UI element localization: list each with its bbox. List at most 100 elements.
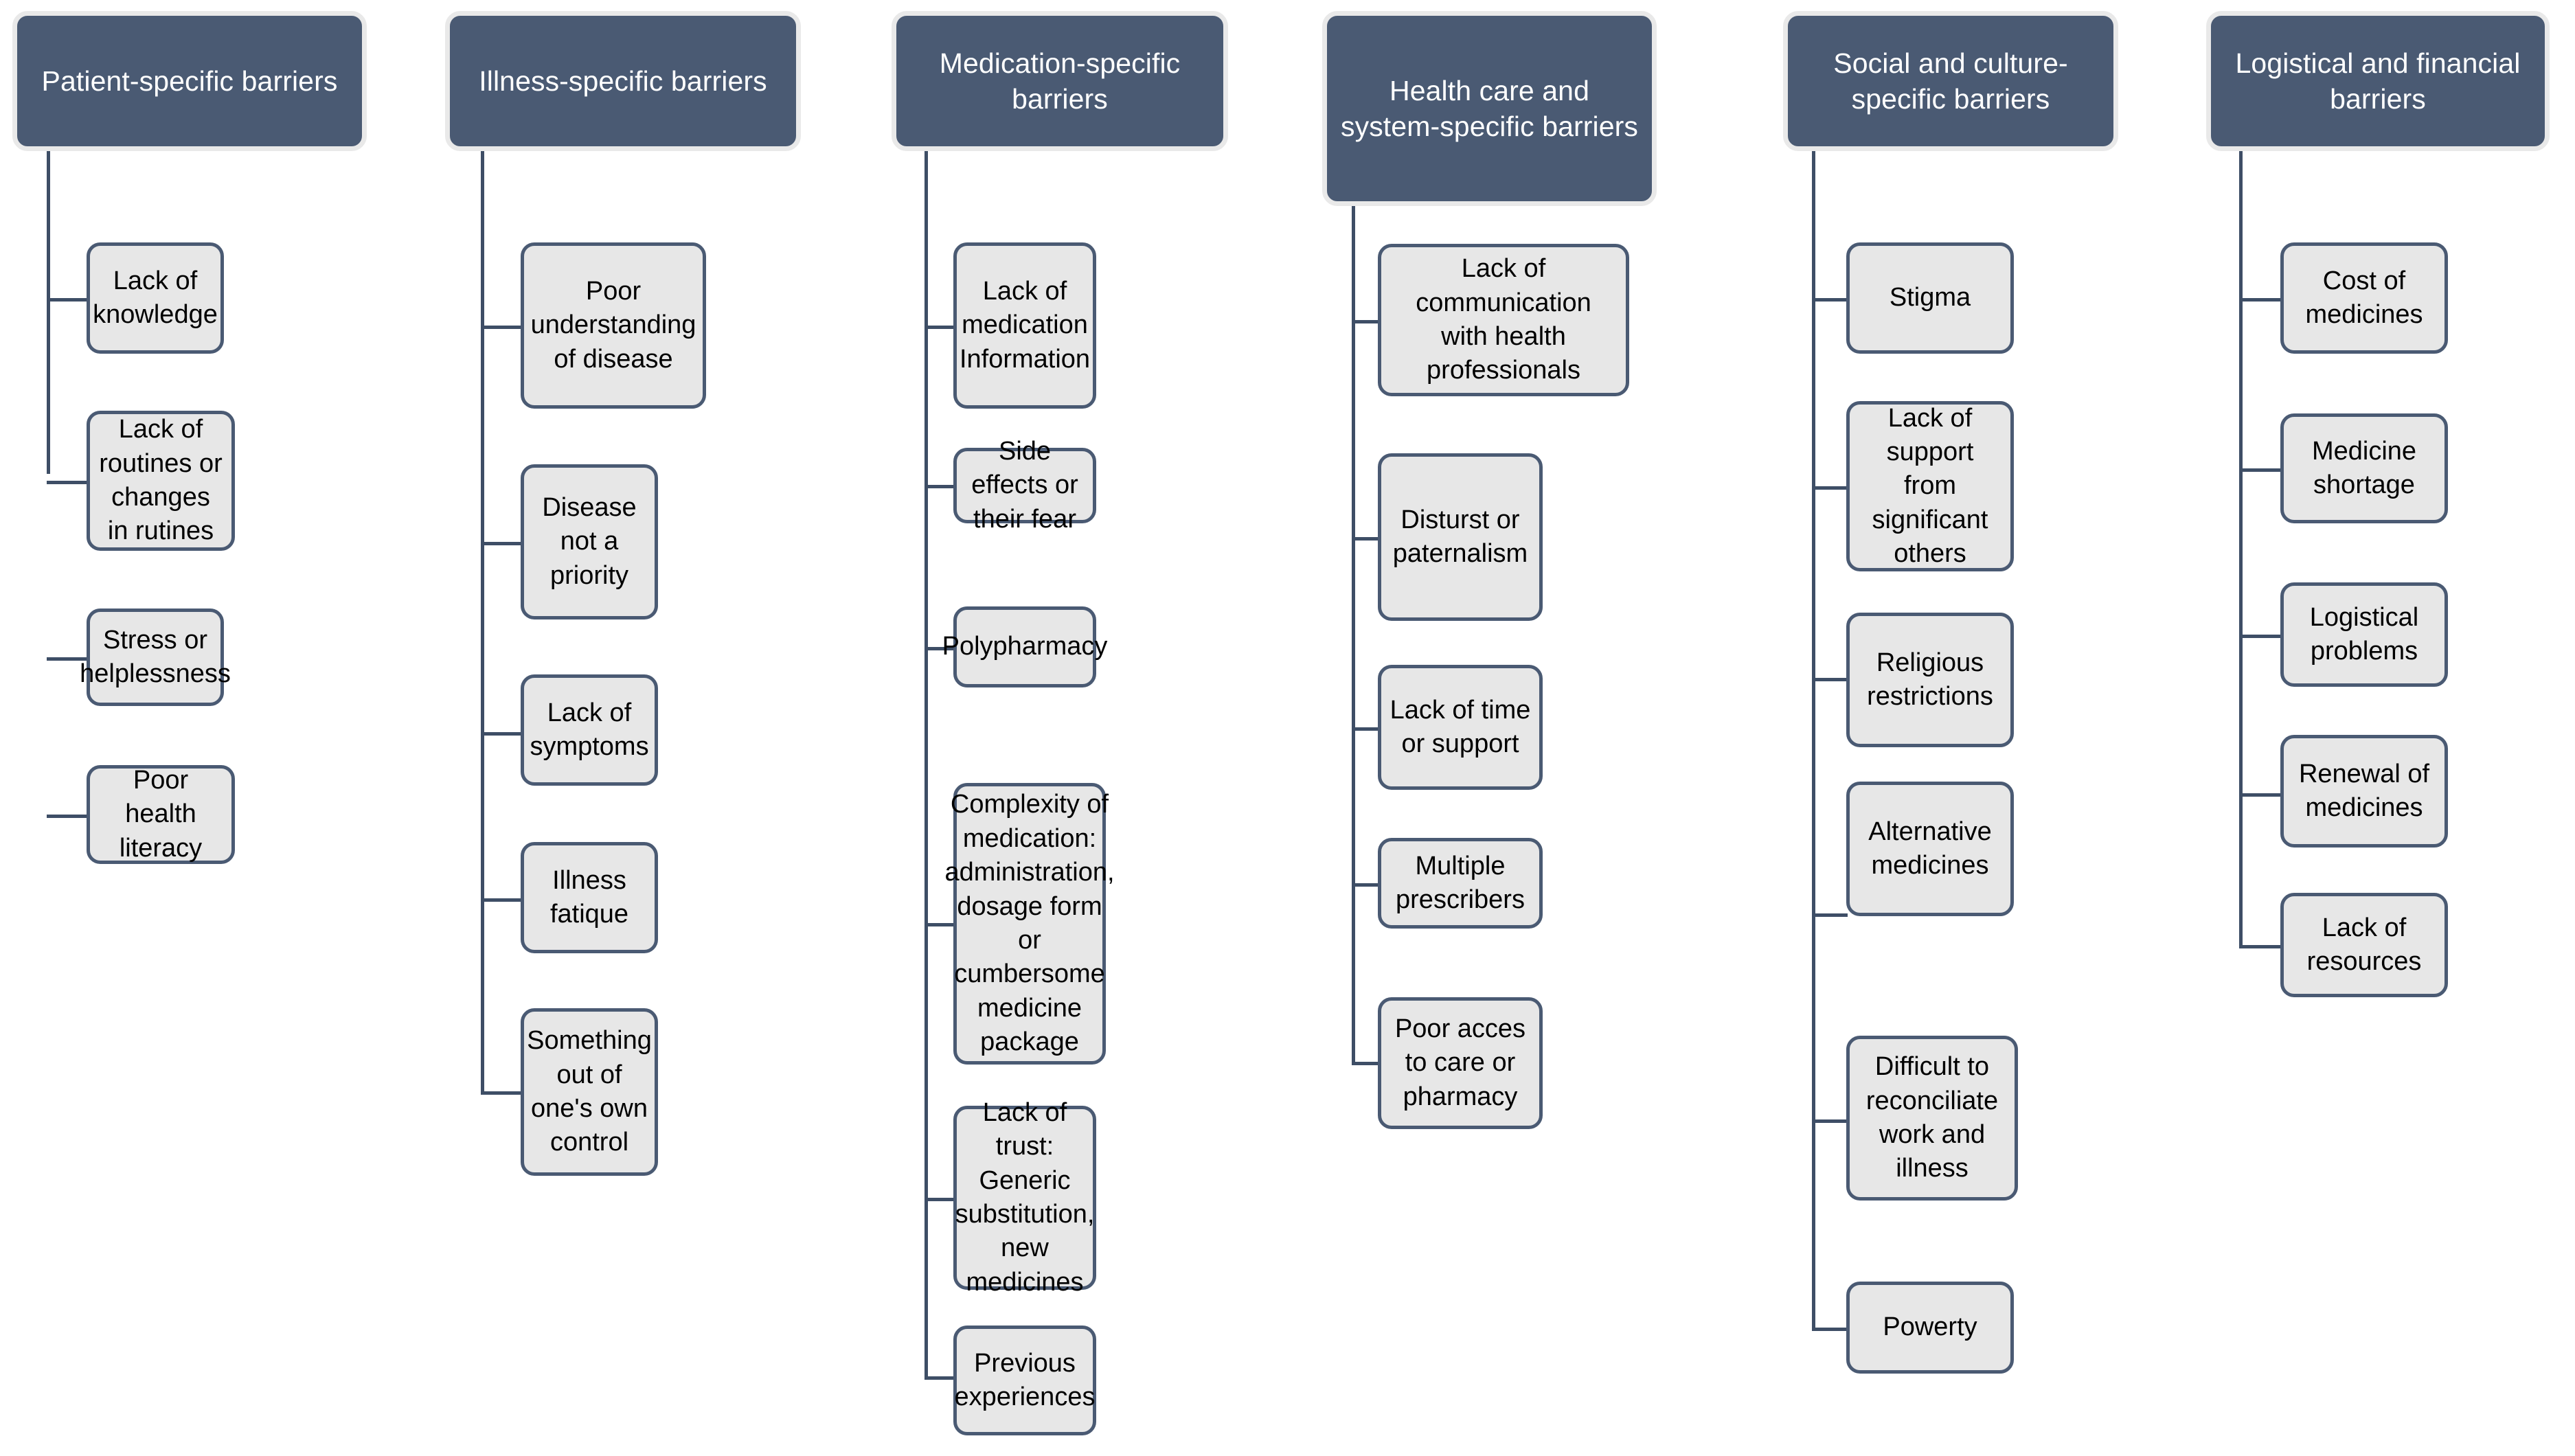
item-label: Lack of communication with health profes… (1416, 254, 1591, 385)
item-label: Difficult to reconciliate work and illne… (1865, 1052, 1999, 1183)
connector-branch-col1-item3 (47, 657, 88, 661)
item-box-disturst-or-paternalism[interactable]: Disturst or paternalism (1378, 453, 1543, 621)
item-label: Poor understanding of disease (530, 276, 696, 374)
connector-trunk-col5 (1812, 151, 1815, 1328)
category-label: Health care and system-specific barriers (1341, 74, 1638, 142)
connector-branch-col3-item6 (924, 1376, 955, 1380)
item-box-alternative-medicines[interactable]: Alternative medicines (1846, 782, 2014, 916)
item-box-previous-experiences[interactable]: Previous experiences (953, 1326, 1096, 1435)
item-label: Illness fatique (549, 865, 629, 929)
connector-branch-col4-item1 (1352, 320, 1379, 323)
item-label: Medicine shortage (2311, 436, 2417, 499)
connector-branch-col4-item5 (1352, 1062, 1379, 1065)
connector-branch-col6-item1 (2239, 298, 2282, 302)
item-label: Disease not a priority (542, 492, 637, 590)
item-box-disease-not-a-priority[interactable]: Disease not a priority (521, 464, 658, 619)
item-box-illness-fatique[interactable]: Illness fatique (521, 842, 658, 953)
item-box-lack-of-symptoms[interactable]: Lack of symptoms (521, 674, 658, 786)
item-box-lack-of-resources[interactable]: Lack of resources (2280, 893, 2448, 997)
item-label: Religious restrictions (1867, 648, 1993, 711)
item-box-medicine-shortage[interactable]: Medicine shortage (2280, 413, 2448, 523)
item-label: Lack of symptoms (530, 698, 649, 761)
item-box-lack-of-trust[interactable]: Lack of trust: Generic substitution, new… (953, 1098, 1096, 1297)
item-box-cost-of-medicines[interactable]: Cost of medicines (2280, 242, 2448, 354)
connector-branch-col2-item2 (481, 542, 522, 545)
item-box-stigma[interactable]: Stigma (1846, 242, 2014, 354)
connector-branch-col2-item4 (481, 898, 522, 902)
item-label: Cost of medicines (2305, 266, 2423, 329)
connector-branch-col4-item2 (1352, 537, 1379, 541)
item-box-poor-understanding-of-disease[interactable]: Poor understanding of disease (521, 242, 706, 409)
item-label: Multiple prescribers (1396, 851, 1525, 914)
item-box-renewal-of-medicines[interactable]: Renewal of medicines (2280, 735, 2448, 848)
connector-trunk-col4 (1352, 206, 1355, 1062)
connector-branch-col5-item3 (1812, 678, 1848, 681)
item-label: Side effects or their fear (971, 436, 1078, 534)
category-label: Illness-specific barriers (479, 65, 767, 97)
item-label: Lack of knowledge (93, 266, 218, 329)
item-box-side-effects-or-their-fear[interactable]: Side effects or their fear (953, 437, 1096, 534)
category-box-illness-specific[interactable]: Illness-specific barriers (445, 11, 801, 151)
item-box-lack-of-medication-information[interactable]: Lack of medication Information (953, 242, 1096, 409)
category-box-logistical-financial[interactable]: Logistical and financial barriers (2206, 11, 2550, 151)
item-label: Powerty (1883, 1312, 1977, 1342)
connector-trunk-col3 (924, 151, 928, 1376)
item-box-polypharmacy[interactable]: Polypharmacy (942, 606, 1107, 687)
connector-branch-col6-item3 (2239, 635, 2282, 638)
connector-branch-col6-item4 (2239, 793, 2282, 797)
category-box-social-culture-specific[interactable]: Social and culture-specific barriers (1783, 11, 2118, 151)
connector-trunk-col1 (47, 151, 50, 474)
category-box-medication-specific[interactable]: Medication-specific barriers (892, 11, 1228, 151)
connector-branch-col3-item3 (924, 647, 955, 650)
item-box-poor-health-literacy[interactable]: Poor health literacy (87, 765, 235, 864)
connector-branch-col5-item5 (1812, 1119, 1848, 1123)
item-label: Something out of one's own control (527, 1026, 652, 1157)
category-label: Medication-specific barriers (939, 47, 1181, 115)
item-box-logistical-problems[interactable]: Logistical problems (2280, 582, 2448, 687)
item-label: Stigma (1889, 283, 1971, 312)
connector-branch-col2-item1 (481, 326, 522, 329)
category-box-health-care-system-specific[interactable]: Health care and system-specific barriers (1322, 11, 1657, 206)
connector-branch-col4-item3 (1352, 727, 1379, 731)
item-box-difficult-reconciliate-work-illness[interactable]: Difficult to reconciliate work and illne… (1846, 1036, 2018, 1201)
item-label: Lack of routines or changes in rutines (99, 415, 223, 546)
connector-branch-col1-item1 (47, 298, 88, 302)
item-box-lack-of-routines[interactable]: Lack of routines or changes in rutines (87, 411, 235, 551)
item-label: Renewal of medicines (2298, 759, 2430, 822)
item-box-complexity-of-medication[interactable]: Complexity of medication: administration… (944, 783, 1115, 1065)
item-box-something-out-of-control[interactable]: Something out of one's own control (521, 1008, 658, 1176)
item-label: Lack of time or support (1389, 695, 1531, 758)
connector-branch-col5-item2 (1812, 486, 1848, 490)
item-box-powerty[interactable]: Powerty (1846, 1282, 2014, 1374)
item-label: Complexity of medication: administration… (944, 790, 1115, 1057)
category-label: Patient-specific barriers (41, 65, 338, 97)
item-label: Polypharmacy (942, 632, 1108, 661)
item-box-stress-or-helplessness[interactable]: Stress or helplessness (80, 608, 231, 706)
category-box-patient-specific[interactable]: Patient-specific barriers (12, 11, 367, 151)
item-box-lack-of-time-or-support[interactable]: Lack of time or support (1378, 665, 1543, 790)
connector-branch-col3-item1 (924, 326, 955, 329)
item-box-lack-of-communication[interactable]: Lack of communication with health profes… (1378, 244, 1629, 396)
item-label: Lack of support from significant others (1872, 403, 1988, 569)
item-box-religious-restrictions[interactable]: Religious restrictions (1846, 613, 2014, 747)
item-label: Previous experiences (954, 1348, 1096, 1411)
item-label: Disturst or paternalism (1392, 505, 1528, 568)
item-box-multiple-prescribers[interactable]: Multiple prescribers (1378, 838, 1543, 929)
connector-branch-col6-item5 (2239, 945, 2282, 948)
item-box-lack-of-knowledge[interactable]: Lack of knowledge (87, 242, 224, 354)
connector-branch-col5-item1 (1812, 298, 1848, 302)
item-label: Lack of resources (2306, 913, 2422, 976)
connector-branch-col2-item3 (481, 732, 522, 736)
connector-trunk-col6 (2239, 151, 2243, 945)
connector-branch-col4-item4 (1352, 883, 1379, 887)
item-box-poor-acces-to-care[interactable]: Poor acces to care or pharmacy (1378, 997, 1543, 1129)
connector-trunk-col2 (481, 151, 484, 1095)
connector-branch-col3-item4 (924, 923, 955, 926)
item-label: Poor acces to care or pharmacy (1394, 1014, 1526, 1111)
connector-branch-col5-item4 (1812, 913, 1848, 917)
connector-branch-col3-item5 (924, 1198, 955, 1201)
item-label: Stress or helplessness (80, 625, 231, 688)
item-box-lack-of-support-significant-others[interactable]: Lack of support from significant others (1846, 401, 2014, 571)
category-label: Logistical and financial barriers (2235, 47, 2521, 115)
item-label: Lack of trust: Generic substitution, new… (955, 1097, 1095, 1297)
